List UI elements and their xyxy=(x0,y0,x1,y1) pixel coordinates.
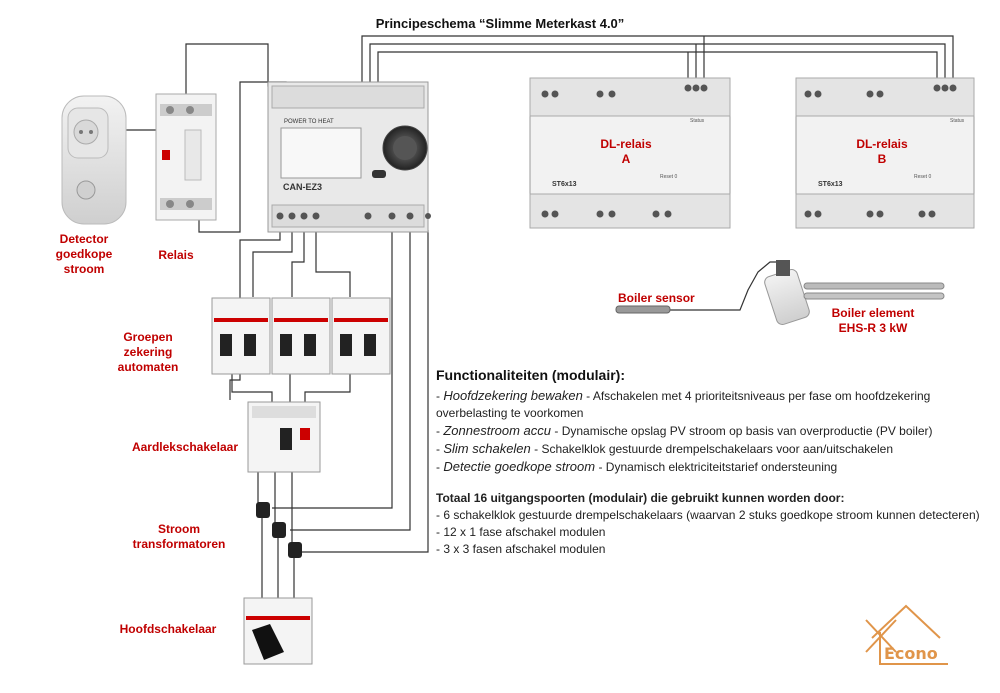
controller-header: POWER TO HEAT xyxy=(284,119,334,125)
label-aardlek: Aardlekschakelaar xyxy=(131,440,239,454)
label-hoofdschakelaar: Hoofdschakelaar xyxy=(119,622,217,636)
func-item-desc: Afschakelen met 4 prioriteitsniveaus per… xyxy=(436,389,931,420)
label-stroomtrafo: Stroom transformatoren xyxy=(132,522,226,551)
boiler-element-device xyxy=(764,260,945,325)
econo-logo-text: Econo xyxy=(884,644,938,663)
totaal-line: - 3 x 3 fasen afschakel modulen xyxy=(436,542,606,556)
func-item-desc: Dynamisch elektriciteitstarief ondersteu… xyxy=(605,460,838,474)
label-relais: Relais xyxy=(158,248,194,262)
func-item-desc: Schakelklok gestuurde drempelschakelaars… xyxy=(541,442,893,456)
dl-module-b: ST6x13 Status Reset 0 xyxy=(795,77,975,229)
current-transformers xyxy=(256,502,302,558)
controller-brand: CAN-EZ3 xyxy=(283,182,322,192)
module-b-status: Status xyxy=(950,118,965,124)
func-item-name: Hoofdzekering bewaken xyxy=(443,388,583,403)
detector-plug xyxy=(61,95,127,225)
label-detector: Detector goedkope stroom xyxy=(55,232,113,276)
totaal-line: - 6 schakelklok gestuurde drempelschakel… xyxy=(436,508,980,522)
module-a-model: ST6x13 xyxy=(552,181,577,188)
relais-device xyxy=(155,93,217,221)
func-item-name: Detectie goedkope stroom xyxy=(443,459,596,474)
func-item-desc: Dynamische opslag PV stroom op basis van… xyxy=(561,424,933,438)
breaker-1 xyxy=(211,297,271,375)
module-b-model: ST6x13 xyxy=(818,181,843,188)
econo-logo xyxy=(865,604,948,665)
totaal-heading: Totaal 16 uitgangspoorten (modulair) die… xyxy=(436,491,845,505)
label-dl-relais-b: DL-relais B xyxy=(856,137,908,166)
label-groepen: Groepen zekering automaten xyxy=(117,330,179,374)
group-breakers xyxy=(211,297,391,375)
breaker-2 xyxy=(271,297,331,375)
module-a-reset: Reset 0 xyxy=(660,174,677,180)
aardlek-device xyxy=(247,401,321,473)
breaker-3 xyxy=(331,297,391,375)
module-a-status: Status xyxy=(690,118,705,124)
label-dl-relais-a: DL-relais A xyxy=(600,137,652,166)
func-item-name: Slim schakelen xyxy=(443,441,531,456)
boiler-sensor-probe xyxy=(615,305,671,314)
func-item: - Slim schakelen - Schakelklok gestuurde… xyxy=(436,441,893,456)
diagram-title: Principeschema “Slimme Meterkast 4.0” xyxy=(375,16,625,31)
functionaliteiten-block: Functionaliteiten (modulair): - Hoofdzek… xyxy=(436,367,991,558)
func-item: - Hoofdzekering bewaken - Afschakelen me… xyxy=(436,388,931,420)
wires xyxy=(125,35,954,600)
label-boiler-element: Boiler element EHS-R 3 kW xyxy=(831,306,915,335)
func-item: - Zonnestroom accu - Dynamische opslag P… xyxy=(436,423,933,438)
dl-module-a: ST6x13 Status Reset 0 xyxy=(529,77,731,229)
func-item: - Detectie goedkope stroom - Dynamisch e… xyxy=(436,459,838,474)
label-boiler-sensor: Boiler sensor xyxy=(618,291,695,305)
totaal-line: - 12 x 1 fase afschakel modulen xyxy=(436,525,606,539)
can-ez3-controller: POWER TO HEAT CAN-EZ3 xyxy=(267,81,431,233)
module-b-reset: Reset 0 xyxy=(914,174,931,180)
hoofdschakelaar-device xyxy=(243,597,313,665)
functionaliteiten-heading: Functionaliteiten (modulair): xyxy=(436,367,625,383)
func-item-name: Zonnestroom accu xyxy=(443,423,552,438)
